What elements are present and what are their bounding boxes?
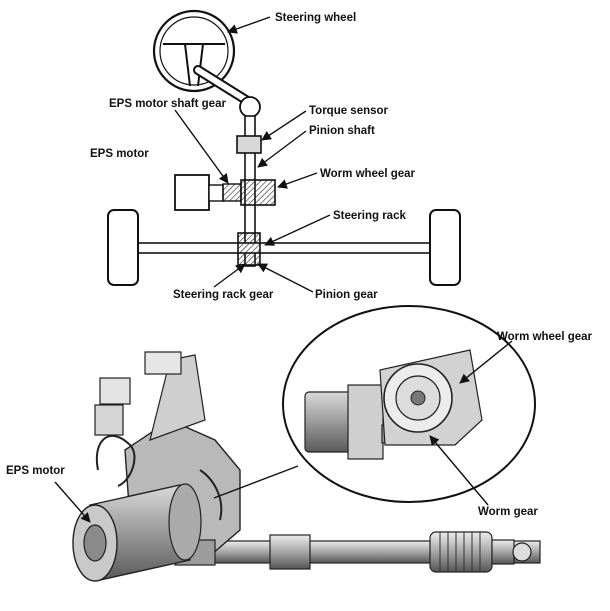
top-schematic: Steering wheel EPS motor shaft gear Torq… bbox=[90, 9, 461, 301]
label-eps-motor-bottom: EPS motor bbox=[6, 465, 65, 477]
eps-motor-drawing bbox=[72, 483, 202, 582]
label-pinion-shaft: Pinion shaft bbox=[309, 125, 375, 137]
steering-rack-shape bbox=[107, 209, 461, 286]
rack-assembly-drawing bbox=[209, 531, 541, 573]
label-worm-gear: Worm gear bbox=[478, 506, 538, 518]
steering-wheel-shape bbox=[152, 9, 261, 118]
eps-motor-shaft-gear-block bbox=[222, 183, 242, 202]
label-steering-wheel: Steering wheel bbox=[275, 12, 356, 24]
label-eps-motor-top: EPS motor bbox=[90, 148, 149, 160]
torque-sensor-block bbox=[236, 135, 262, 154]
rack-gear-block bbox=[237, 232, 261, 266]
eps-motor-shape bbox=[174, 174, 276, 211]
bottom-leader-lines bbox=[54, 340, 513, 523]
bottom-illustration: EPS motor Worm wheel gear Worm gear bbox=[6, 305, 593, 582]
label-worm-wheel-gear-top: Worm wheel gear bbox=[320, 168, 416, 180]
top-leader-lines bbox=[174, 16, 331, 293]
worm-gear-inset bbox=[282, 305, 536, 503]
worm-wheel-gear-block bbox=[240, 179, 276, 206]
label-worm-wheel-gear-bottom: Worm wheel gear bbox=[497, 331, 593, 343]
label-torque-sensor: Torque sensor bbox=[309, 105, 389, 117]
label-pinion-gear: Pinion gear bbox=[315, 289, 378, 301]
label-steering-rack-gear: Steering rack gear bbox=[173, 289, 274, 301]
gear-housing-drawing bbox=[94, 351, 241, 566]
label-steering-rack: Steering rack bbox=[333, 210, 406, 222]
label-eps-motor-shaft-gear: EPS motor shaft gear bbox=[109, 98, 226, 110]
